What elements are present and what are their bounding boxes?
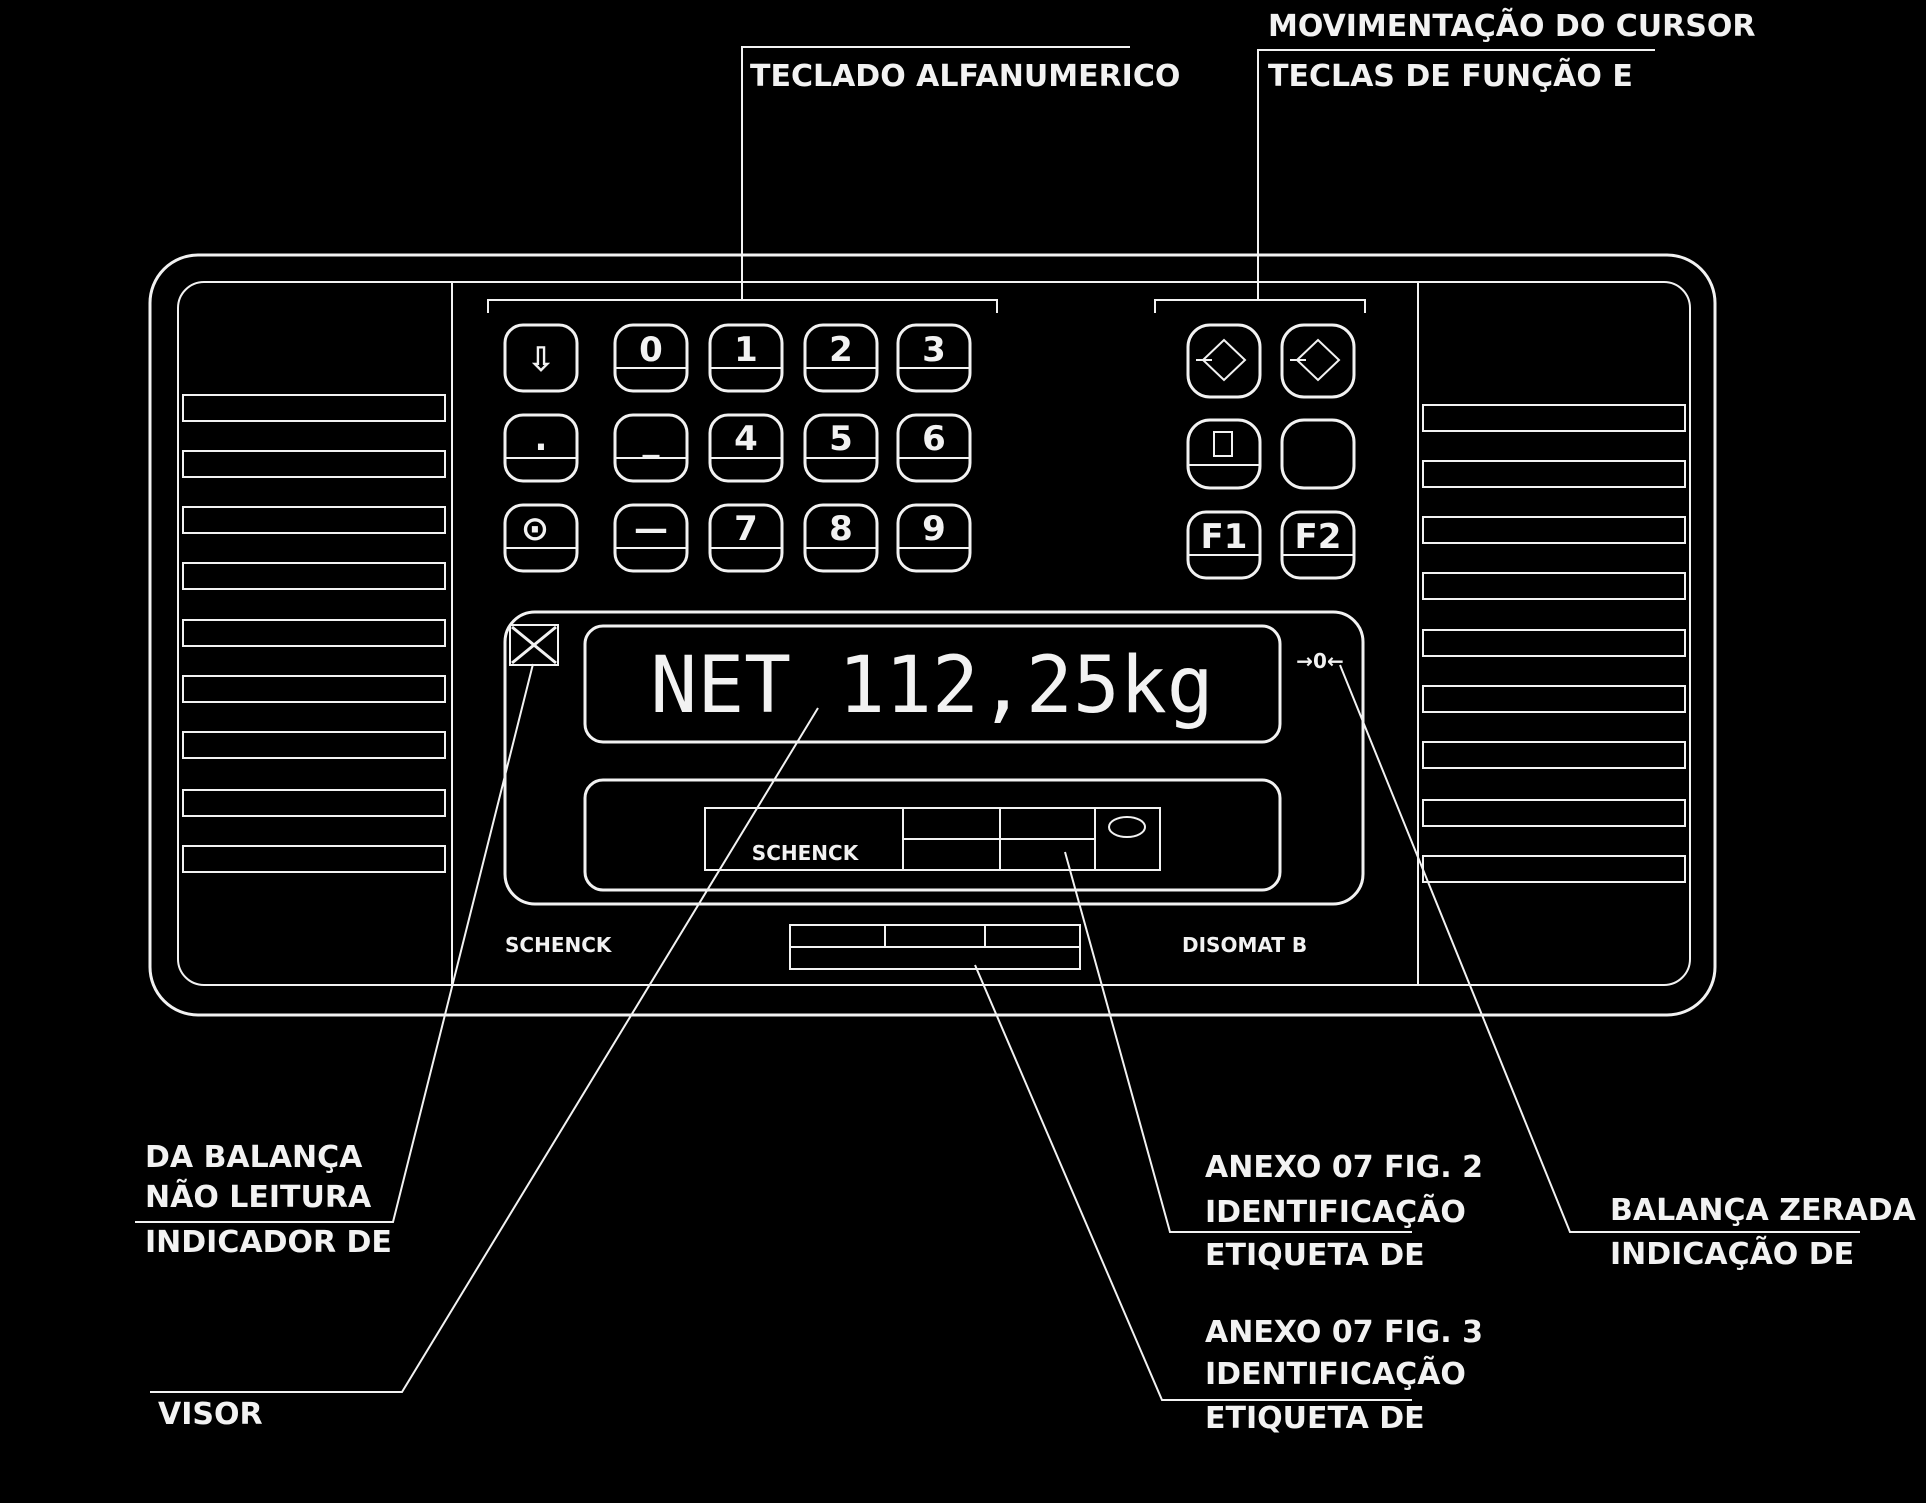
svg-text:IDENTIFICAÇÃO: IDENTIFICAÇÃO [1205,1355,1466,1392]
svg-text:4: 4 [734,419,758,459]
key-3[interactable]: 3 [896,323,972,393]
key-target[interactable]: ⊙ [503,503,579,573]
svg-text:VISOR: VISOR [158,1397,263,1432]
svg-text:—: — [634,509,668,549]
svg-text:.: . [535,419,548,459]
svg-text:ANEXO 07 FIG. 2: ANEXO 07 FIG. 2 [1205,1150,1483,1185]
key-1[interactable]: 1 [708,323,784,393]
key-group-brackets [487,299,1366,313]
display-panel: NET 112,25kg →0← SCHENCK [503,610,1365,906]
svg-text:F2: F2 [1295,517,1342,557]
key-dot[interactable]: . [503,413,579,483]
key-5[interactable]: 5 [803,413,879,483]
identification-plate-fig3 [789,924,1081,970]
right-vent-slats [1422,404,1686,883]
function-keys-callout: MOVIMENTAÇÃO DO CURSOR TECLAS DE FUNÇÃO … [1257,7,1755,300]
svg-text:IDENTIFICAÇÃO: IDENTIFICAÇÃO [1205,1193,1466,1230]
svg-text:7: 7 [734,509,758,549]
device-housing [148,253,1717,1017]
f2-key[interactable]: F2 [1280,510,1356,580]
brand-logo: SCHENCK [505,933,613,957]
svg-text:ANEXO 07 FIG. 3: ANEXO 07 FIG. 3 [1205,1315,1483,1350]
key-6[interactable]: 6 [896,413,972,483]
weight-display: NET 112,25kg [650,641,1214,731]
svg-text:MOVIMENTAÇÃO DO CURSOR: MOVIMENTAÇÃO DO CURSOR [1268,7,1755,44]
display-callout: VISOR [150,707,819,1432]
svg-text:0: 0 [639,330,663,370]
label-fig2-callout: ANEXO 07 FIG. 2 IDENTIFICAÇÃO ETIQUETA D… [1064,851,1483,1273]
svg-text:1: 1 [734,330,758,370]
zero-callout: BALANÇA ZERADA INDICAÇÃO DE [1339,664,1917,1272]
function-keypad: F1 F2 [1186,323,1356,580]
cursor-left-key[interactable] [1186,323,1262,399]
cursor-right-key[interactable] [1280,323,1356,399]
svg-text:NÃO LEITURA: NÃO LEITURA [145,1178,372,1215]
key-arrow-down[interactable]: ⇩ [503,323,579,393]
key-8[interactable]: 8 [803,503,879,573]
f1-key[interactable]: F1 [1186,510,1262,580]
key-2[interactable]: 2 [803,323,879,393]
svg-text:9: 9 [922,509,946,549]
key-underscore[interactable]: _ [613,413,689,483]
svg-text:8: 8 [829,509,853,549]
key-7[interactable]: 7 [708,503,784,573]
no-reading-callout: DA BALANÇA NÃO LEITURA INDICADOR DE [135,663,534,1260]
key-0[interactable]: 0 [613,323,689,393]
model-name: DISOMAT B [1182,933,1307,957]
svg-text:2: 2 [829,330,853,370]
alphanumeric-keypad: ⇩ 0 1 2 3 . _ [503,323,972,573]
left-vent-slats [182,394,446,873]
no-reading-indicator-icon [509,624,559,666]
svg-text:TECLAS DE FUNÇÃO E: TECLAS DE FUNÇÃO E [1268,57,1633,94]
svg-text:3: 3 [922,330,946,370]
svg-text:F1: F1 [1201,517,1248,557]
svg-text:SCHENCK: SCHENCK [752,841,860,865]
svg-text:INDICAÇÃO DE: INDICAÇÃO DE [1610,1235,1854,1272]
svg-text:⊙: ⊙ [521,509,550,549]
identification-plate-fig2: SCHENCK [704,807,1161,871]
key-4[interactable]: 4 [708,413,784,483]
svg-text:DA BALANÇA: DA BALANÇA [145,1140,363,1175]
svg-text:_: _ [643,419,660,459]
svg-text:6: 6 [922,419,946,459]
print-key[interactable] [1186,418,1262,490]
svg-text:ETIQUETA DE: ETIQUETA DE [1205,1401,1425,1436]
svg-text:INDICADOR DE: INDICADOR DE [145,1225,392,1260]
label-fig3-callout: ANEXO 07 FIG. 3 IDENTIFICAÇÃO ETIQUETA D… [974,964,1483,1436]
svg-text:ETIQUETA DE: ETIQUETA DE [1205,1238,1425,1273]
key-dash[interactable]: — [613,503,689,573]
key-9[interactable]: 9 [896,503,972,573]
svg-text:5: 5 [829,419,853,459]
keypad-callout: TECLADO ALFANUMERICO [741,46,1180,300]
svg-text:TECLADO ALFANUMERICO: TECLADO ALFANUMERICO [750,59,1180,94]
svg-text:⇩: ⇩ [527,340,556,380]
svg-text:BALANÇA ZERADA: BALANÇA ZERADA [1610,1193,1917,1228]
zero-indicator: →0← [1296,649,1343,673]
blank-key[interactable] [1280,418,1356,490]
